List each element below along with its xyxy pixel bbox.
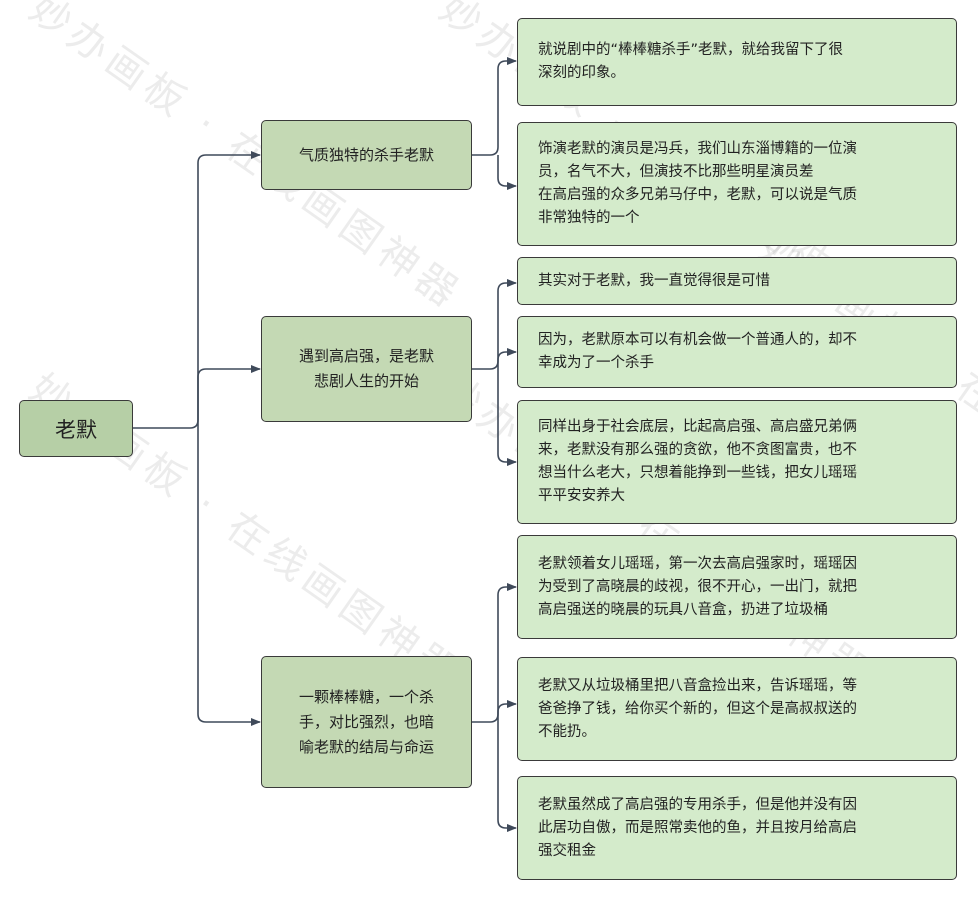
- leaf-node[interactable]: 老默又从垃圾桶里把八音盒捡出来，告诉瑶瑶，等 爸爸挣了钱，给你买个新的，但这个是…: [517, 657, 957, 761]
- leaf-text: 其实对于老默，我一直觉得很是可惜: [538, 272, 770, 289]
- branch-label: 一颗棒棒糖，一个杀 手，对比强烈，也暗 喻老默的结局与命运: [298, 687, 434, 756]
- leaf-node[interactable]: 其实对于老默，我一直觉得很是可惜: [517, 257, 957, 305]
- branch-node[interactable]: 气质独特的杀手老默: [261, 120, 472, 190]
- leaf-node[interactable]: 老默领着女儿瑶瑶，第一次去高启强家时，瑶瑶因 为受到了高晓晨的歧视，很不开心，一…: [517, 535, 957, 639]
- root-node[interactable]: 老默: [19, 400, 133, 457]
- leaf-text: 老默又从垃圾桶里把八音盒捡出来，告诉瑶瑶，等 爸爸挣了钱，给你买个新的，但这个是…: [538, 677, 857, 740]
- leaf-text: 因为，老默原本可以有机会做一个普通人的，却不 幸成为了一个杀手: [538, 332, 857, 371]
- leaf-node[interactable]: 同样出身于社会底层，比起高启强、高启盛兄弟俩 来，老默没有那么强的贪欲，他不贪图…: [517, 400, 957, 524]
- leaf-node[interactable]: 老默虽然成了高启强的专用杀手，但是他并没有因 此居功自傲，而是照常卖他的鱼，并且…: [517, 776, 957, 880]
- branch-label: 遇到高启强，是老默 悲剧人生的开始: [298, 347, 434, 390]
- leaf-node[interactable]: 饰演老默的演员是冯兵，我们山东淄博籍的一位演 员，名气不大，但演技不比那些明星演…: [517, 122, 957, 246]
- leaf-text: 同样出身于社会底层，比起高启强、高启盛兄弟俩 来，老默没有那么强的贪欲，他不贪图…: [538, 419, 857, 504]
- branch-label: 气质独特的杀手老默: [298, 145, 434, 164]
- branch-node[interactable]: 遇到高启强，是老默 悲剧人生的开始: [261, 316, 472, 422]
- leaf-node[interactable]: 就说剧中的“棒棒糖杀手”老默，就给我留下了很 深刻的印象。: [517, 18, 957, 106]
- root-label: 老默: [55, 417, 97, 442]
- leaf-text: 老默领着女儿瑶瑶，第一次去高启强家时，瑶瑶因 为受到了高晓晨的歧视，很不开心，一…: [538, 555, 857, 618]
- leaf-text: 饰演老默的演员是冯兵，我们山东淄博籍的一位演 员，名气不大，但演技不比那些明星演…: [538, 141, 857, 226]
- leaf-text: 就说剧中的“棒棒糖杀手”老默，就给我留下了很 深刻的印象。: [538, 42, 844, 81]
- leaf-text: 老默虽然成了高启强的专用杀手，但是他并没有因 此居功自傲，而是照常卖他的鱼，并且…: [538, 796, 857, 859]
- leaf-node[interactable]: 因为，老默原本可以有机会做一个普通人的，却不 幸成为了一个杀手: [517, 316, 957, 388]
- branch-node[interactable]: 一颗棒棒糖，一个杀 手，对比强烈，也暗 喻老默的结局与命运: [261, 656, 472, 788]
